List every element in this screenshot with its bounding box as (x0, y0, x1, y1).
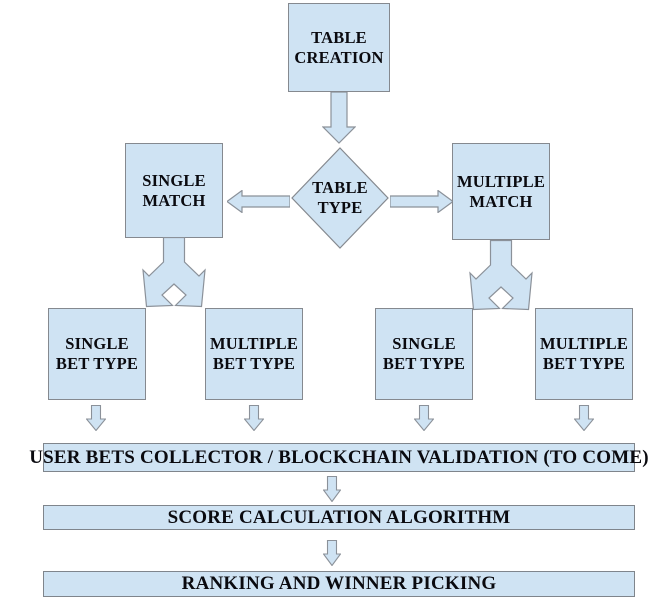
down-arrow-bet1-icon (86, 405, 106, 431)
bar-score-calculation-label: SCORE CALCULATION ALGORITHM (167, 506, 511, 528)
node-table-creation-line1: TABLE (311, 27, 367, 47)
bar-score-calculation: SCORE CALCULATION ALGORITHM (43, 505, 635, 530)
node-single-bet-type-left: SINGLE BET TYPE (48, 308, 146, 400)
node-multiple-bet-type-left-line2: BET TYPE (212, 354, 296, 373)
node-single-bet-type-left-line2: BET TYPE (55, 354, 139, 373)
split-arrow-multiple-match-icon (469, 240, 533, 311)
down-arrow-bet3-icon (414, 405, 434, 431)
node-multiple-match-line2: MATCH (469, 191, 533, 211)
node-table-creation: TABLE CREATION (288, 3, 390, 92)
node-single-bet-type-left-line1: SINGLE (65, 334, 129, 353)
node-multiple-bet-type-right: MULTIPLE BET TYPE (535, 308, 633, 400)
node-single-match-line2: MATCH (142, 190, 206, 210)
down-arrow-creation-to-type-icon (322, 92, 356, 144)
node-single-match-line1: SINGLE (142, 170, 206, 190)
down-arrow-bet2-icon (244, 405, 264, 431)
node-single-bet-type-right: SINGLE BET TYPE (375, 308, 473, 400)
node-table-creation-line2: CREATION (294, 47, 384, 67)
node-multiple-bet-type-right-line2: BET TYPE (542, 354, 626, 373)
bar-ranking-winner-label: RANKING AND WINNER PICKING (181, 573, 497, 594)
node-single-match: SINGLE MATCH (125, 143, 223, 238)
node-single-bet-type-right-line2: BET TYPE (382, 354, 466, 373)
bar-user-bets-collector-label: USER BETS COLLECTOR / BLOCKCHAIN VALIDAT… (29, 446, 649, 468)
node-multiple-bet-type-left-line1: MULTIPLE (209, 334, 299, 353)
node-single-bet-type-right-line1: SINGLE (392, 334, 456, 353)
bar-user-bets-collector: USER BETS COLLECTOR / BLOCKCHAIN VALIDAT… (29, 443, 649, 472)
down-arrow-score-to-ranking-icon (323, 540, 341, 566)
node-table-type-diamond (291, 147, 389, 249)
node-multiple-bet-type-right-line1: MULTIPLE (539, 334, 629, 353)
node-multiple-match-line1: MULTIPLE (456, 171, 546, 191)
split-arrow-single-match-icon (142, 237, 206, 308)
bar-ranking-winner: RANKING AND WINNER PICKING (43, 571, 635, 597)
down-arrow-bet4-icon (574, 405, 594, 431)
node-multiple-match: MULTIPLE MATCH (452, 143, 550, 240)
node-multiple-bet-type-left: MULTIPLE BET TYPE (205, 308, 303, 400)
right-arrow-type-to-multiple-match-icon (390, 190, 453, 213)
left-arrow-type-to-single-match-icon (227, 190, 290, 213)
down-arrow-collector-to-score-icon (323, 476, 341, 502)
